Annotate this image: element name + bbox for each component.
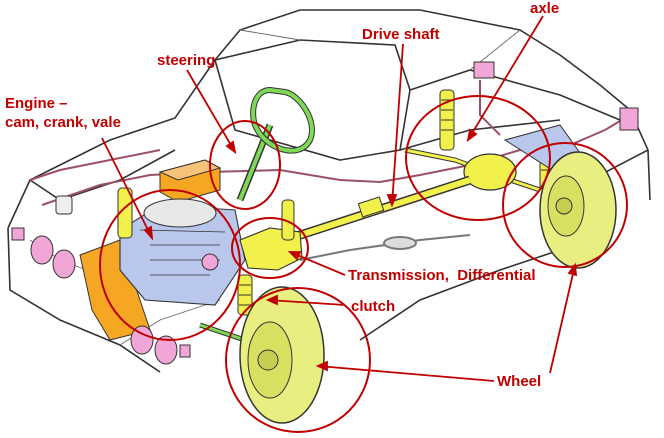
annotation-circles: [99, 95, 628, 433]
transmission-circle: [231, 217, 309, 279]
engine-label: Engine – cam, crank, vale: [5, 95, 121, 131]
leader-lines: [101, 15, 578, 382]
wheel-label: Wheel: [497, 373, 542, 390]
steering-column: [236, 86, 315, 202]
fluid-reservoir: [55, 195, 73, 215]
car-body: [7, 9, 651, 373]
clutch-label: clutch: [351, 298, 396, 315]
engine-block: [117, 187, 246, 306]
transmission-differential-label: Transmission, Differential: [348, 267, 536, 284]
axle-label: axle: [530, 0, 560, 17]
front-wheel-circle: [225, 287, 371, 433]
rear-wheel-circle: [502, 142, 628, 268]
rear-wheel: [539, 151, 617, 269]
axle-circle: [405, 95, 551, 221]
steering-label: steering: [157, 52, 216, 69]
engine-circle: [99, 189, 241, 341]
exhaust: [299, 234, 471, 261]
drive-shaft-label: Drive shaft: [362, 26, 440, 43]
headlights: [11, 107, 639, 365]
steering-circle: [209, 120, 281, 210]
drive-shaft: [283, 175, 472, 245]
front-wheel: [239, 286, 325, 424]
battery: [158, 159, 222, 203]
